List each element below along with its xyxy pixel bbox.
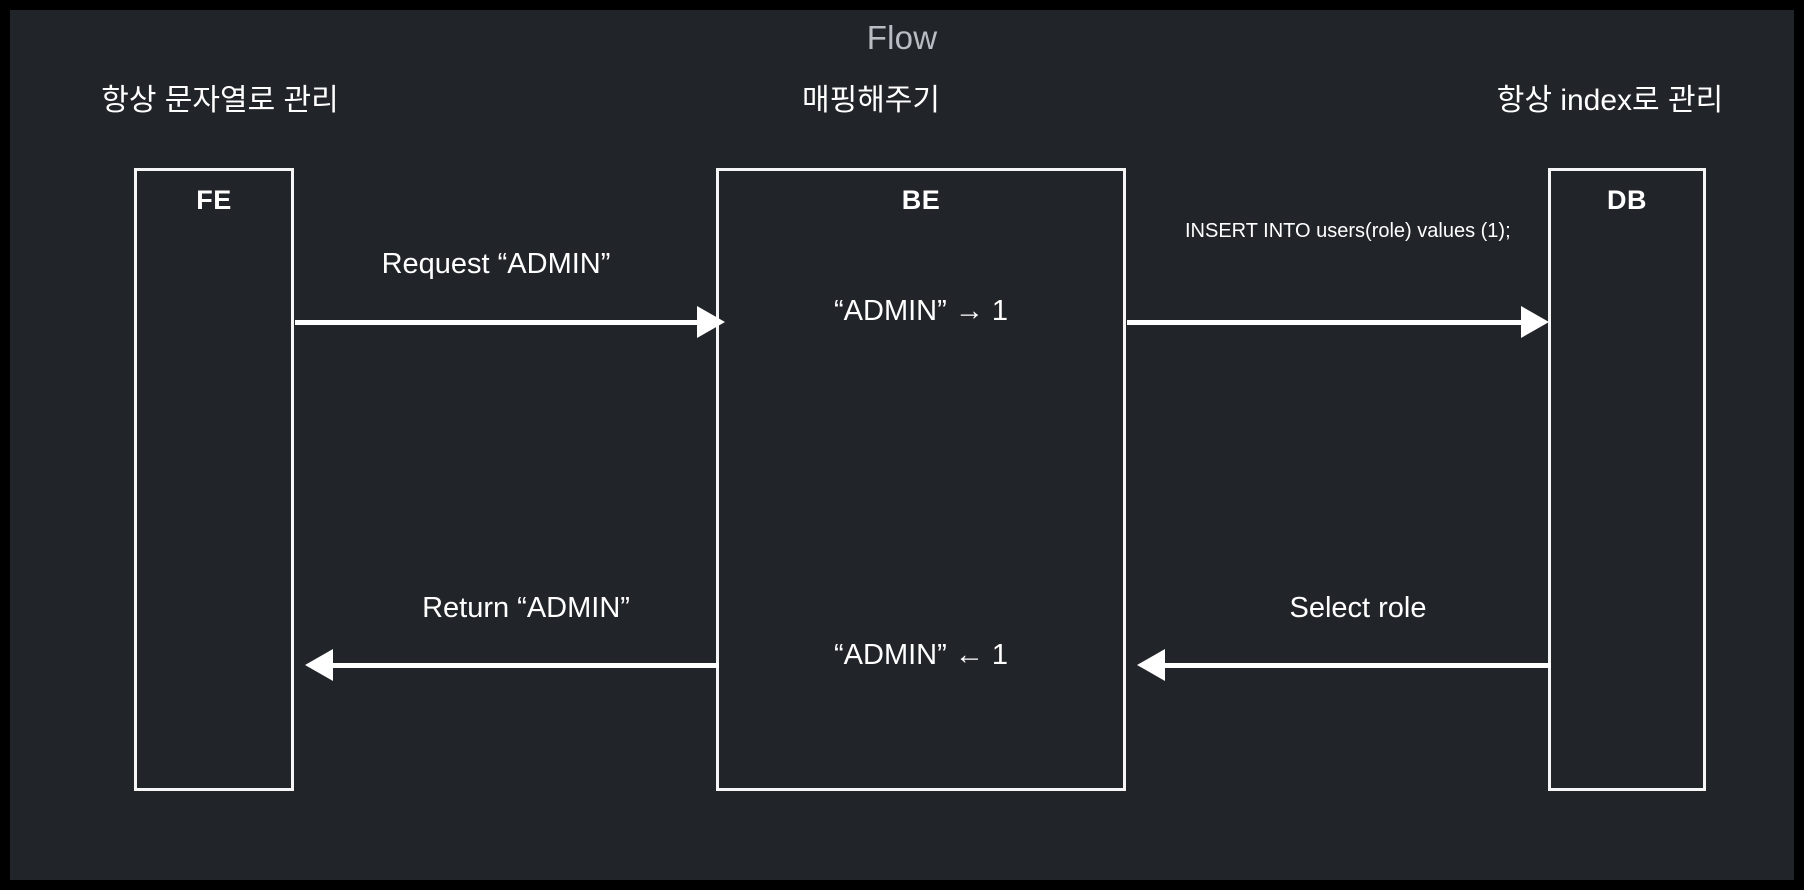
diagram-title: Flow <box>866 19 938 56</box>
diagram-canvas: Flow 항상 문자열로 관리 매핑해주기 항상 index로 관리 FE BE… <box>10 10 1794 880</box>
lifeline-label-be: BE <box>901 185 941 215</box>
lifeline-label-db: DB <box>1607 185 1647 215</box>
message-label-return-admin: Return “ADMIN” <box>422 592 630 624</box>
arrow-head-left-icon <box>1137 649 1165 681</box>
message-label-insert-query: INSERT INTO users(role) values (1); <box>1185 220 1511 242</box>
arrow-line-return-admin <box>333 663 719 668</box>
lifeline-label-fe: FE <box>196 185 232 215</box>
arrow-head-left-icon <box>305 649 333 681</box>
message-label-select-role: Select role <box>1289 592 1427 624</box>
be-mapping-note-down: “ADMIN” → 1 <box>834 295 1008 327</box>
message-label-request-admin: Request “ADMIN” <box>381 248 611 280</box>
caption-database: 항상 index로 관리 <box>1496 84 1724 117</box>
arrow-line-select-role <box>1165 663 1551 668</box>
arrow-head-right-icon <box>1521 306 1549 338</box>
arrow-line-insert-query <box>1127 320 1521 325</box>
caption-backend: 매핑해주기 <box>802 84 940 117</box>
arrow-head-right-icon <box>697 306 725 338</box>
be-mapping-note-up: “ADMIN” ← 1 <box>834 639 1008 671</box>
arrow-line-request-admin <box>295 320 697 325</box>
lifeline-box-db: DB <box>1548 168 1706 791</box>
lifeline-box-fe: FE <box>134 168 294 791</box>
caption-frontend: 항상 문자열로 관리 <box>101 84 339 117</box>
lifeline-box-be: BE <box>716 168 1126 791</box>
